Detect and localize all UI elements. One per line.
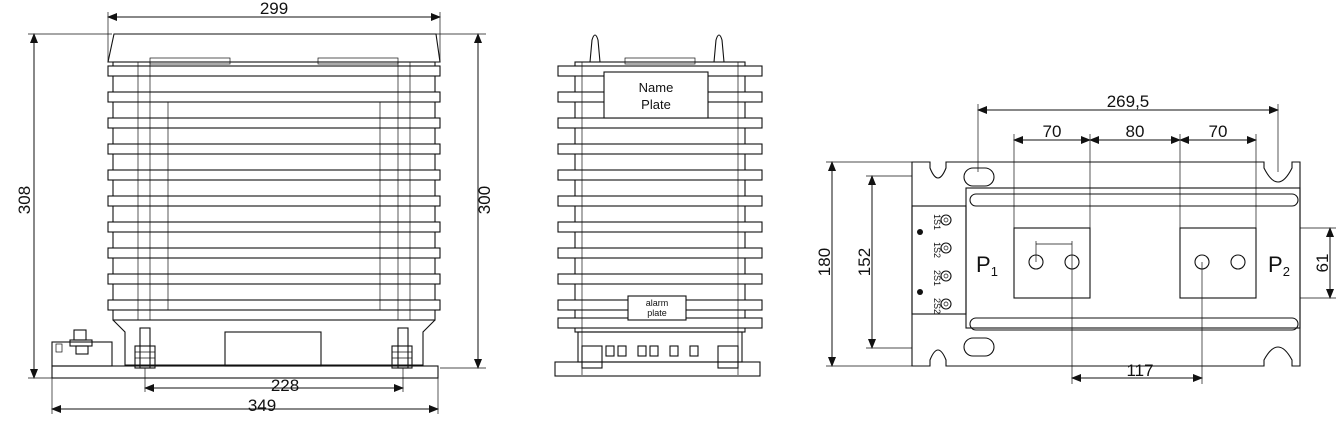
- dim-349: 349: [248, 396, 276, 415]
- dim-70-right: 70: [1209, 122, 1228, 141]
- front-fins: [107, 65, 441, 311]
- dim-152: 152: [855, 248, 874, 276]
- dim-61: 61: [1313, 254, 1332, 273]
- name-plate-line2: Plate: [641, 97, 671, 112]
- terminal-2s2: 2S2: [932, 298, 942, 314]
- front-view: [51, 33, 441, 379]
- dim-299: 299: [260, 0, 288, 18]
- front-dimensions: 299 308 300 228 349: [15, 0, 494, 415]
- terminal-1s2: 1S2: [932, 242, 942, 258]
- dim-300: 300: [475, 186, 494, 214]
- dim-117: 117: [1126, 361, 1153, 380]
- secondary-terminal-block: [605, 345, 699, 357]
- dim-269-5: 269,5: [1107, 92, 1150, 111]
- terminal-2s1: 2S1: [932, 270, 942, 286]
- alarm-plate: [627, 295, 687, 321]
- primary-p1: P1: [976, 252, 998, 279]
- alarm-plate-line1: alarm: [646, 298, 669, 308]
- primary-p2: P2: [1268, 252, 1290, 279]
- dim-228: 228: [271, 376, 299, 395]
- side-view: Name Plate alarm plate: [554, 34, 763, 377]
- alarm-plate-line2: plate: [647, 308, 667, 318]
- top-view: 1S1 1S2 2S1 2S2 P1 P2: [911, 161, 1301, 367]
- dim-180: 180: [815, 248, 834, 276]
- name-plate: [603, 71, 709, 119]
- dim-308: 308: [15, 186, 34, 214]
- dim-80: 80: [1126, 122, 1145, 141]
- terminal-1s1: 1S1: [932, 214, 942, 230]
- dim-70-left: 70: [1043, 122, 1062, 141]
- name-plate-line1: Name: [639, 80, 674, 95]
- top-dimensions: 269,5 70 80 70 180 152 61 117: [815, 92, 1336, 384]
